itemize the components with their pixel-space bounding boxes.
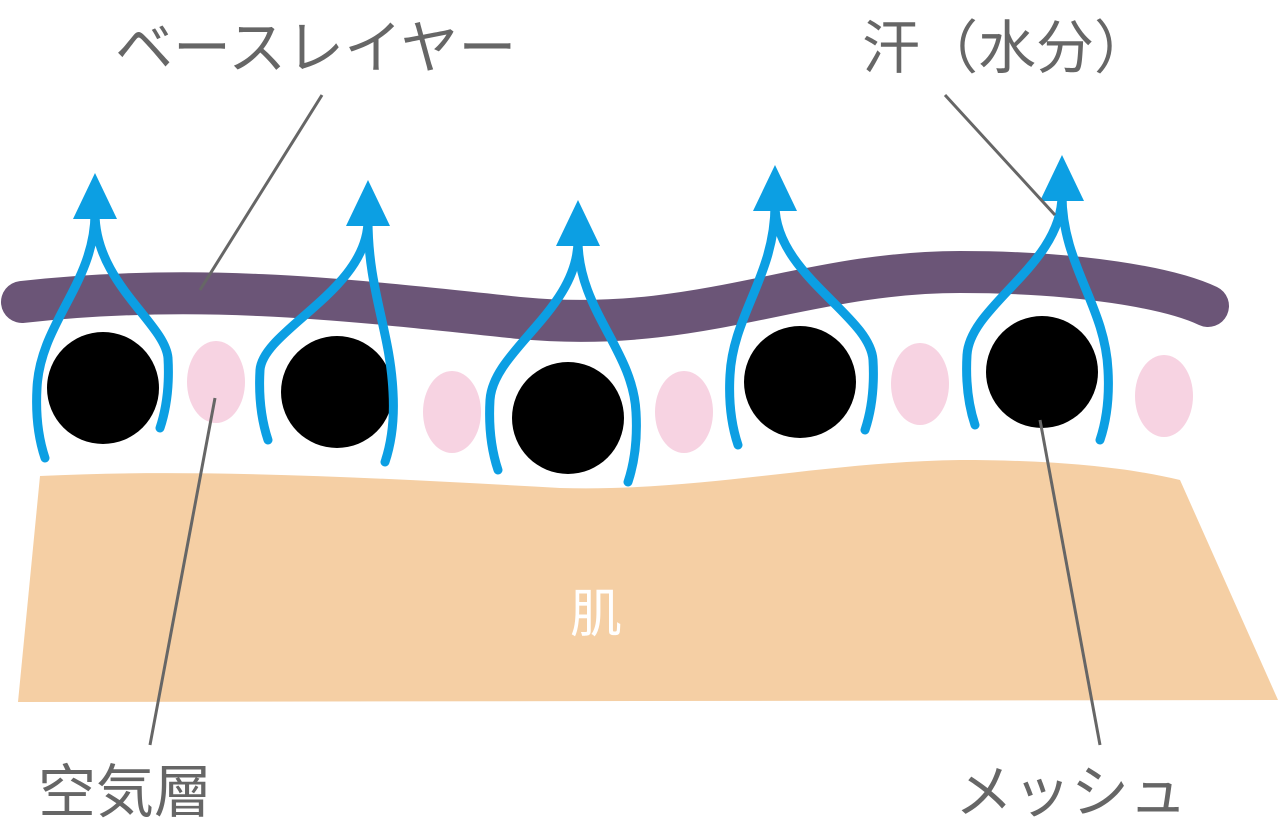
arrow-head-icon	[1040, 155, 1084, 201]
label-skin: 肌	[570, 585, 622, 645]
label-sweat: 汗（水分）	[862, 14, 1152, 82]
mesh-fibers	[47, 316, 1098, 474]
arrow-head-icon	[556, 200, 600, 246]
air-pocket	[891, 343, 949, 425]
leader-line	[1038, 419, 1102, 746]
arrow-head-icon	[346, 180, 390, 226]
leader-line	[943, 93, 1057, 217]
mesh-fiber	[512, 362, 624, 474]
air-pocket	[655, 371, 713, 453]
arrow-head-icon	[73, 173, 117, 219]
sweat-arrow	[485, 200, 641, 487]
arrow-left-branch	[255, 215, 373, 445]
air-pocket	[423, 371, 481, 453]
mesh-fiber	[986, 316, 1098, 428]
sweat-arrows	[32, 155, 1113, 487]
arrow-left-branch	[32, 208, 100, 463]
sweat-arrow	[32, 173, 173, 463]
label-mesh: メッシュ	[955, 758, 1187, 826]
sweat-arrow	[725, 165, 878, 450]
air-pockets	[187, 341, 1193, 453]
arrow-left-branch	[962, 190, 1067, 430]
base-layer-fabric	[1, 250, 1229, 342]
label-air-layer: 空気層	[38, 758, 212, 826]
arrow-head-icon	[753, 165, 797, 211]
sweat-arrow	[962, 155, 1113, 445]
arrow-right-branch	[363, 215, 398, 467]
skin-layer	[18, 460, 1278, 702]
arrow-right-branch	[90, 208, 173, 433]
arrow-right-branch	[770, 200, 878, 435]
mesh-fiber	[47, 332, 159, 444]
sweat-arrow	[255, 180, 398, 467]
arrow-right-branch	[1057, 190, 1113, 445]
mesh-fiber	[744, 326, 856, 438]
label-base-layer: ベースレイヤー	[115, 14, 516, 82]
leader-line	[148, 397, 217, 746]
arrow-left-branch	[485, 235, 583, 475]
air-pocket	[187, 341, 245, 423]
mesh-fiber	[281, 336, 393, 448]
arrow-left-branch	[725, 200, 780, 450]
air-pocket	[1135, 355, 1193, 437]
leader-line	[198, 94, 324, 291]
arrow-right-branch	[573, 235, 641, 487]
leader-lines	[148, 93, 1102, 746]
